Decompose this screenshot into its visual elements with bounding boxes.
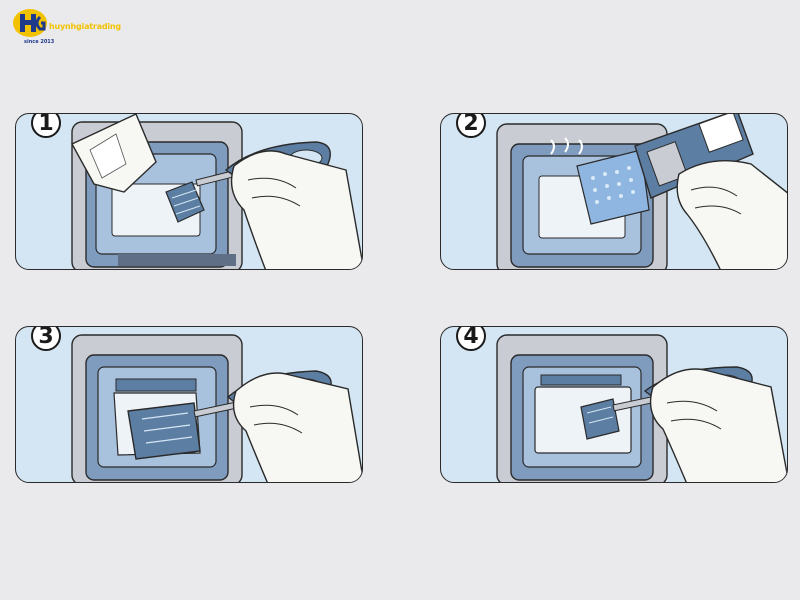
brand-since: since 2013 (24, 39, 55, 45)
peel-film-icon (71, 114, 362, 269)
step-number-badge: 4 (456, 327, 486, 351)
brand-name: huynhgiatrading (49, 22, 121, 31)
step-panel-4: 4 (440, 326, 788, 483)
step-panel-3: 3 (15, 326, 363, 483)
scrape-tray-icon (71, 334, 362, 482)
brand-logo-mark-icon (13, 9, 47, 37)
remove-tray-icon (496, 334, 787, 482)
brand-logo: huynhgiatrading since 2013 (12, 8, 152, 48)
step-panel-1: 1 (15, 113, 363, 270)
step-number-badge: 2 (456, 114, 486, 138)
step-number-badge: 3 (31, 327, 61, 351)
step-number-badge: 1 (31, 114, 61, 138)
steam-cleaning-icon (496, 114, 787, 269)
step-panel-2: 2 (440, 113, 788, 270)
